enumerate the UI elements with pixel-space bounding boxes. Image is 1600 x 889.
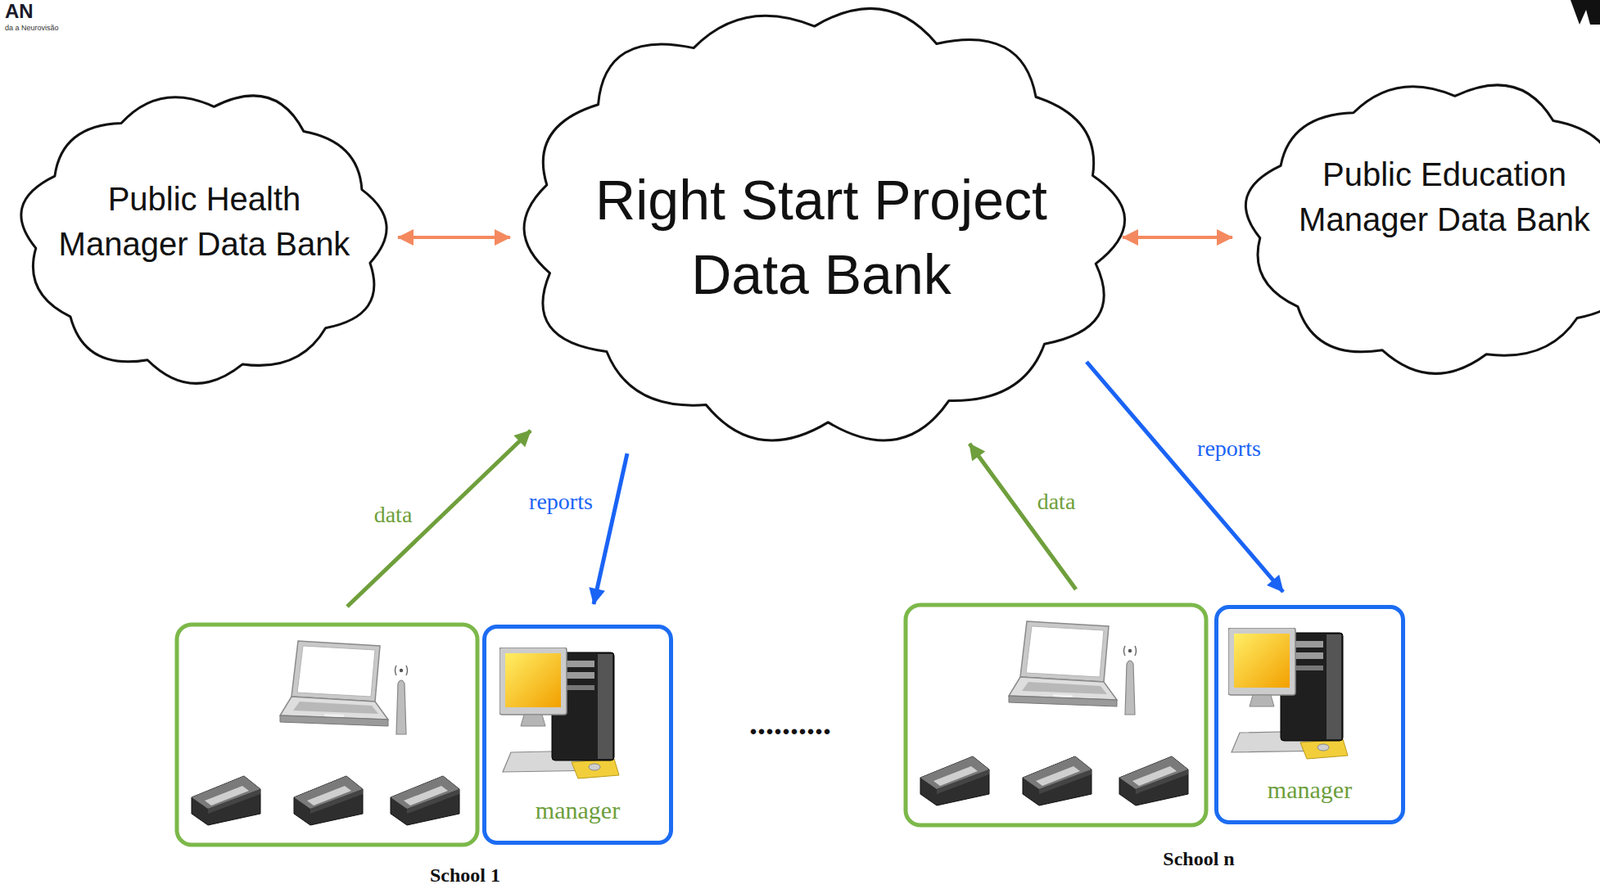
connector-arrow (593, 453, 628, 605)
school-name: School 1 (429, 864, 501, 887)
edge-label: data (1035, 489, 1079, 516)
logo-subtext: da a Neurovisão (4, 24, 59, 32)
cloud-shape (524, 8, 1126, 441)
school-name: School n (1162, 848, 1234, 871)
bank-name: Right Start Project Data Bank (559, 162, 1084, 312)
connector-arrow (969, 443, 1076, 590)
cloud-shape (21, 95, 387, 385)
manager-box: manager (1214, 605, 1406, 825)
connector-arrow (1086, 361, 1284, 593)
edge-label: data (371, 502, 416, 529)
manager-label: manager (535, 796, 620, 825)
bank-name: Public Health Manager Data Bank (49, 176, 361, 267)
logo-text: AN (4, 1, 34, 22)
data-bank-cloud: Right Start Project Data Bank (515, 0, 1128, 449)
data-bank-cloud: Public Health Manager Data Bank (15, 86, 394, 388)
manager-label: manager (1267, 776, 1352, 805)
edge-label: reports (526, 489, 596, 516)
data-bank-cloud: Public Education Manager Data Bank (1239, 76, 1600, 378)
edge-label: reports (1194, 436, 1264, 462)
school-group: managerSchool n (905, 605, 1406, 868)
ellipsis-dots: .......... (749, 707, 832, 741)
connector-arrow (347, 430, 531, 607)
logo-mark (1570, 0, 1600, 25)
connector-arrow (1122, 235, 1233, 240)
bank-name: Public Education Manager Data Bank (1288, 152, 1600, 243)
manager-box: manager (482, 624, 674, 846)
school-group: managerSchool 1 (176, 624, 674, 887)
connector-arrow (397, 235, 511, 240)
cloud-shape (1245, 85, 1600, 375)
